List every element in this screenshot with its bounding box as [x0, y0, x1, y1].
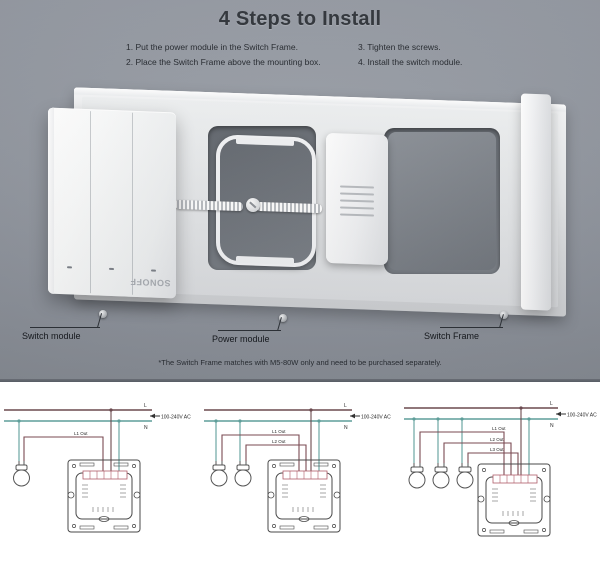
- bracket-top-tab: [236, 136, 294, 146]
- callout-leader-line-1: [30, 327, 100, 328]
- panel-bottom-edge: [0, 379, 600, 382]
- svg-text:L1 Out: L1 Out: [492, 426, 506, 431]
- svg-text:100-240V AC: 100-240V AC: [361, 415, 391, 421]
- svg-text:100-240V AC: 100-240V AC: [161, 415, 191, 421]
- svg-text:N: N: [550, 423, 554, 429]
- svg-text:L2 Out: L2 Out: [490, 437, 504, 442]
- wiring-diagram-1-gang: 100-240V AC L N L1 Out: [0, 385, 200, 562]
- callout-leader-line-2: [218, 330, 281, 331]
- sonoff-brand-logo: SONOFF: [129, 276, 171, 289]
- screw-head-icon: [246, 198, 260, 212]
- wiring-diagrams-section: 100-240V AC L N L1 Out: [0, 385, 600, 562]
- switch-module-divider-1: [90, 111, 91, 294]
- steps-column-left: 1. Put the power module in the Switch Fr…: [126, 41, 358, 68]
- product-photo-panel: 4 Steps to Install 1. Put the power modu…: [0, 0, 600, 382]
- page-title: 4 Steps to Install: [218, 8, 382, 30]
- switch-module-divider-2: [132, 112, 133, 295]
- callout-anchor-power-module: [279, 314, 287, 322]
- footnote-text: *The Switch Frame matches with M5-80W on…: [158, 358, 442, 367]
- wiring-diagram-3-gang: 100-240V AC L N L1 Out L2 Out L3 Out: [400, 385, 600, 562]
- svg-text:N: N: [144, 425, 148, 431]
- power-module-pins: [340, 185, 374, 217]
- power-module-part: [326, 132, 388, 266]
- steps-column-right: 3. Tighten the screws. 4. Install the sw…: [358, 41, 526, 68]
- svg-text:L: L: [144, 403, 147, 409]
- callout-anchor-switch-frame: [500, 311, 508, 319]
- step-item-4: 4. Install the switch module.: [358, 57, 463, 67]
- svg-text:L: L: [344, 403, 347, 409]
- svg-text:L: L: [550, 401, 553, 407]
- switch-led-1: [67, 266, 72, 269]
- switch-module-part: SONOFF: [48, 107, 176, 299]
- step-item-2: 2. Place the Switch Frame above the moun…: [126, 57, 321, 67]
- product-assembly-illustration: SONOFF: [34, 87, 568, 322]
- step-item-3: 3. Tighten the screws.: [358, 42, 441, 52]
- callout-label-switch-frame: Switch Frame: [424, 331, 480, 341]
- switch-led-3: [151, 269, 156, 272]
- mounting-box-cutout-right: [384, 128, 500, 274]
- switch-frame-end-cap: [521, 93, 551, 311]
- svg-text:L1 Out: L1 Out: [74, 431, 88, 436]
- step-item-1: 1. Put the power module in the Switch Fr…: [126, 42, 298, 52]
- callout-anchor-switch-module: [99, 310, 107, 318]
- mounting-box-cutout-left: [208, 126, 316, 270]
- svg-text:L1 Out: L1 Out: [272, 429, 286, 434]
- svg-text:N: N: [344, 425, 348, 431]
- svg-text:100-240V AC: 100-240V AC: [567, 413, 597, 419]
- callout-label-switch-module: Switch module: [22, 331, 81, 341]
- wiring-diagram-2-gang: 100-240V AC L N L1 Out L2 Out: [200, 385, 400, 562]
- bracket-bottom-tab: [236, 255, 294, 265]
- svg-text:L3 Out: L3 Out: [490, 447, 504, 452]
- callout-leader-line-3: [440, 327, 503, 328]
- switch-led-2: [109, 267, 114, 271]
- steps-list: 1. Put the power module in the Switch Fr…: [126, 41, 526, 68]
- svg-text:L2 Out: L2 Out: [272, 439, 286, 444]
- callout-label-power-module: Power module: [212, 334, 270, 344]
- switch-module-edge-highlight: [48, 107, 54, 294]
